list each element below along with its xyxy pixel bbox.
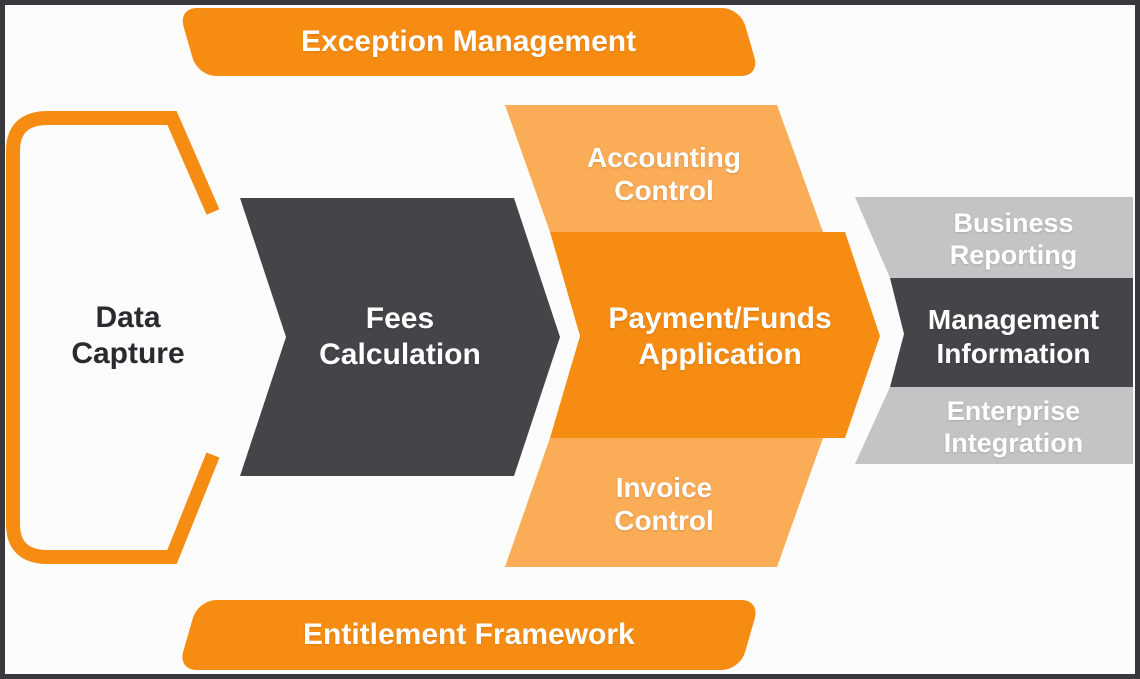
management-information-block [890, 278, 1133, 387]
fees-calculation-chevron [240, 198, 560, 476]
payment-funds-application-chevron [550, 232, 880, 438]
accounting-control-block [505, 105, 823, 232]
management-information-label: Management Information [927, 304, 1100, 369]
entitlement-framework-banner: Entitlement Framework [177, 600, 761, 670]
exception-management-banner: Exception Management [178, 8, 760, 76]
business-reporting-block [855, 197, 1133, 278]
payment-funds-application-label: Payment/Funds Application [608, 302, 832, 371]
invoice-control-label: Invoice Control [614, 472, 714, 536]
business-reporting-label: Business Reporting [949, 208, 1078, 270]
data-capture-label: Data Capture [71, 301, 185, 370]
invoice-control-block [505, 438, 823, 567]
enterprise-integration-block [855, 387, 1133, 464]
accounting-control-label: Accounting Control [587, 142, 741, 206]
entitlement-framework-label: Entitlement Framework [303, 618, 635, 651]
exception-management-label: Exception Management [301, 25, 637, 58]
enterprise-integration-label: Enterprise Integration [943, 396, 1084, 458]
data-capture-bracket [6, 111, 220, 564]
fees-calculation-label: Fees Calculation [319, 302, 481, 371]
